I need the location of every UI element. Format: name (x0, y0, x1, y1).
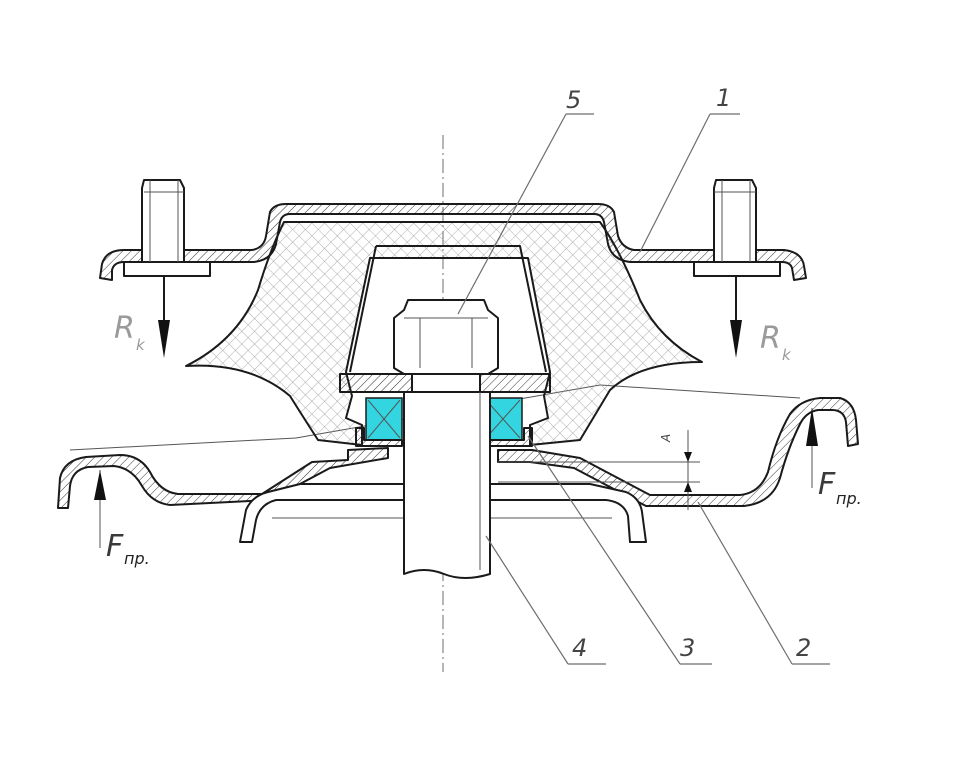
spring-force-left-label: F (106, 529, 124, 564)
part-label-2: 2 (796, 634, 811, 662)
reaction-force-right-subscript: k (782, 346, 792, 364)
spring-force-right-label: F (818, 467, 836, 502)
rubber-body (185, 221, 703, 446)
reaction-force-left-label: R (114, 311, 135, 346)
reaction-force-left (158, 276, 170, 358)
leader-5: 5 (457, 86, 594, 315)
spring-force-right-subscript: пр. (836, 489, 862, 508)
inner-sleeve (349, 245, 547, 373)
part-label-1: 1 (716, 84, 731, 112)
leader-2: 2 (697, 501, 830, 665)
part-label-5: 5 (566, 86, 581, 114)
right-stud (713, 179, 757, 263)
leader-4: 4 (485, 535, 606, 665)
piston-rod (403, 391, 491, 579)
spring-force-left (94, 470, 106, 548)
spring-force-left-subscript: пр. (124, 549, 150, 568)
dimension-a: A (498, 430, 700, 510)
spring-force-right (806, 408, 818, 488)
part-label-4: 4 (572, 634, 587, 662)
dimension-a-label: A (659, 434, 673, 443)
part-label-3: 3 (680, 634, 695, 662)
upper-plate (99, 203, 807, 281)
leader-3: 3 (527, 435, 712, 665)
reaction-force-right (730, 276, 742, 358)
leader-1: 1 (639, 84, 740, 253)
left-stud (141, 179, 185, 263)
reaction-force-right-label: R (760, 321, 781, 356)
spring-plate (57, 384, 859, 509)
reaction-force-left-subscript: k (136, 336, 146, 354)
